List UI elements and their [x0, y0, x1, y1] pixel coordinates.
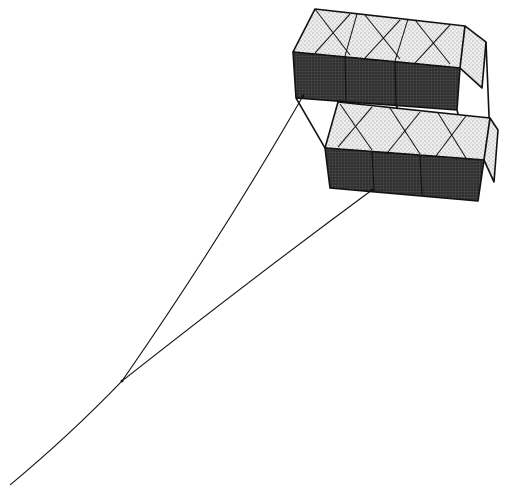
kite-string: [9, 380, 123, 486]
bridle-junction: [120, 379, 124, 383]
lower-cell-front-face: [324, 147, 485, 202]
lower-cell: [324, 101, 499, 202]
bridle-knot-upper: [301, 94, 305, 98]
lower-cell-end-face: [483, 117, 499, 183]
bridle-knot-lower: [370, 188, 374, 192]
upper-cell: [292, 8, 487, 111]
upper-cell-end-face: [459, 25, 487, 89]
bridle-line-upper: [121, 95, 304, 382]
bridle-line-lower: [121, 189, 373, 382]
